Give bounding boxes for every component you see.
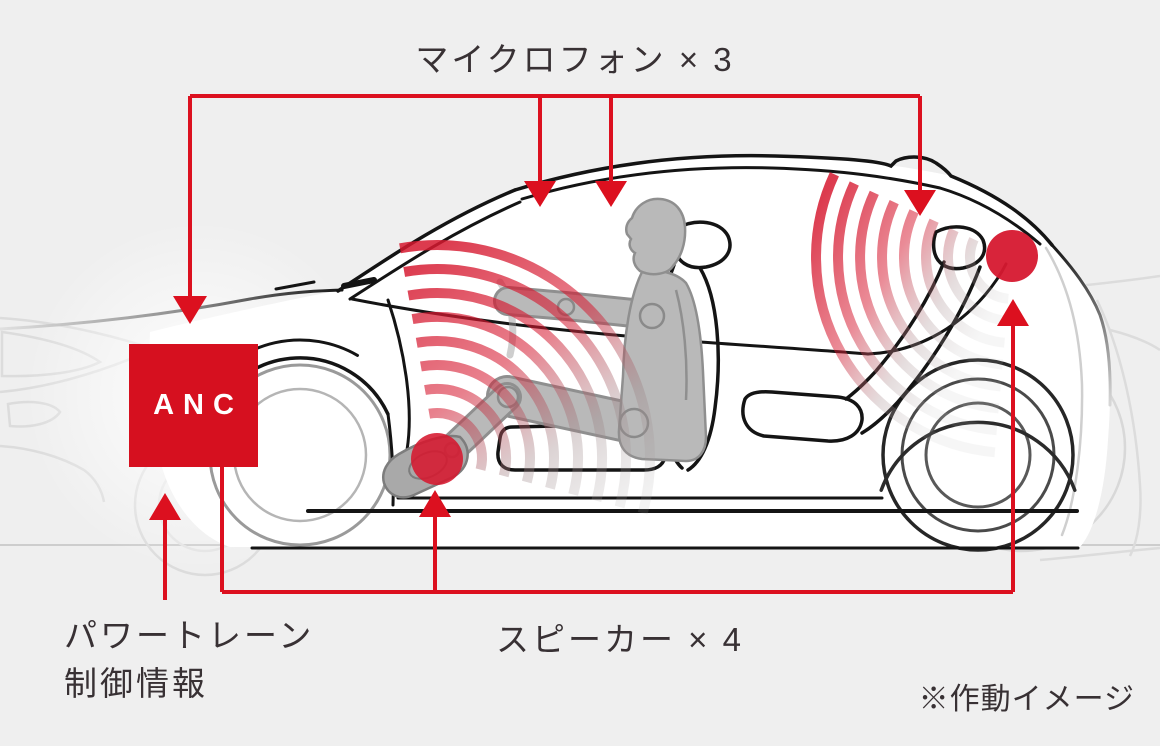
powertrain-up-arrow-icon — [149, 493, 181, 520]
front-speaker-dot-icon — [411, 433, 463, 485]
mic-down-arrow-icon — [173, 296, 207, 324]
annotation-lines — [149, 94, 1029, 600]
powertrain-label-line2: 制御情報 — [64, 664, 208, 702]
speaker-up-arrow-icon — [419, 490, 451, 517]
anc-unit-box: ANC — [129, 344, 258, 467]
rear-sound-wave-icon — [811, 172, 1009, 458]
mic-down-arrow-icon — [524, 181, 556, 207]
speaker-label: スピーカー × 4 — [496, 621, 744, 658]
mic-down-arrow-icon — [595, 181, 627, 207]
mic-down-arrow-icon — [904, 190, 936, 216]
microphone-label: マイクロフォン × 3 — [415, 41, 735, 78]
front-sound-wave-icon — [399, 240, 655, 515]
rear-speaker-dot-icon — [986, 230, 1038, 282]
operation-image-note: ※作動イメージ — [918, 683, 1135, 716]
driver-head — [624, 197, 687, 276]
powertrain-label-line1: パワートレーン — [64, 617, 315, 654]
speaker-up-arrow-icon — [997, 299, 1029, 326]
powertrain-label: パワートレーン 制御情報 — [64, 612, 394, 708]
